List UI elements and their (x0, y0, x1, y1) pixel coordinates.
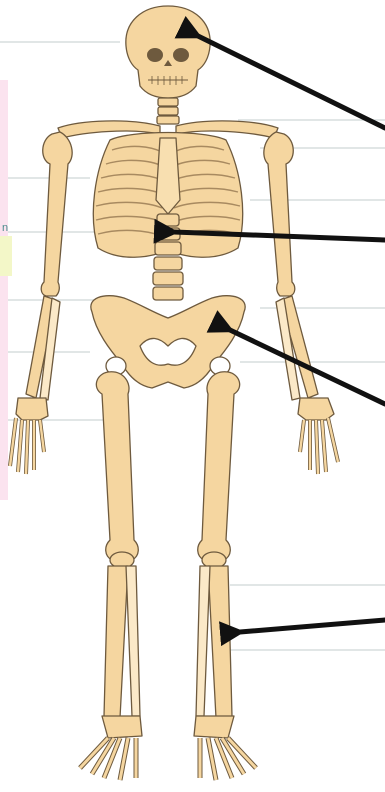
left-leg (96, 372, 140, 718)
right-hand (298, 398, 338, 474)
left-margin-tint (0, 80, 8, 500)
left-arm (26, 132, 72, 400)
left-foot (80, 716, 142, 780)
cervical-vertebrae (157, 98, 179, 124)
skull (126, 6, 210, 98)
skull-arrow (198, 36, 385, 128)
right-foot (194, 716, 256, 780)
left-highlight (0, 236, 12, 276)
left-hand (10, 398, 48, 474)
label-fragment: n (2, 222, 8, 234)
right-leg (196, 372, 240, 718)
tibia-arrow (240, 620, 385, 632)
skeleton (10, 6, 338, 780)
